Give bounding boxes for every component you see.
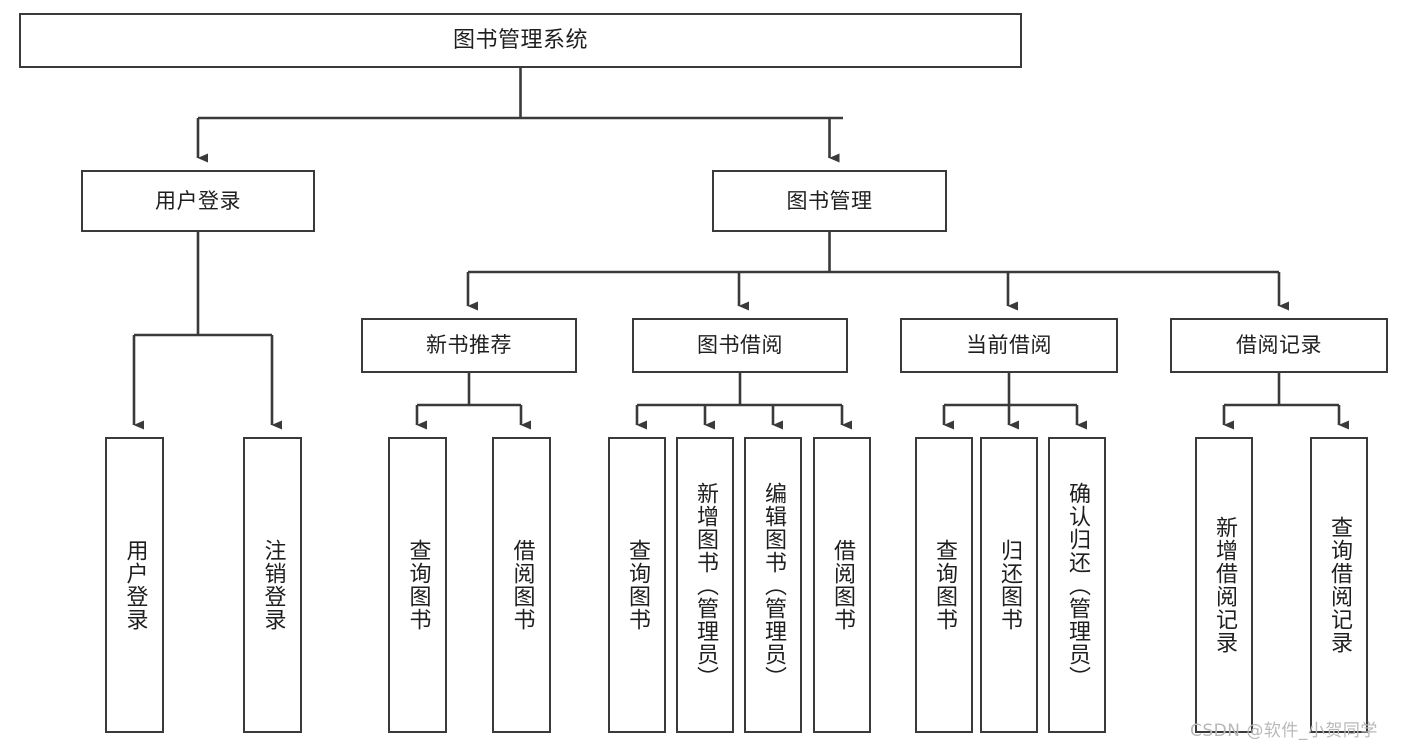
node-label: 当前借阅: [966, 333, 1052, 358]
leaf-return-book[interactable]: 归还图书: [980, 437, 1038, 733]
node-label: 借阅图书: [509, 539, 535, 631]
node-label: 用户登录: [155, 188, 241, 213]
node-label: 图书借阅: [697, 333, 783, 358]
node-label: 注销登录: [260, 539, 286, 631]
leaf-add-borrow-record[interactable]: 新增借阅记录: [1195, 437, 1253, 733]
leaf-user-login[interactable]: 用户登录: [105, 437, 164, 733]
node-label: 借阅记录: [1236, 333, 1322, 358]
node-label: 图书管理系统: [452, 27, 588, 53]
leaf-query-book-recommend[interactable]: 查询图书: [388, 437, 447, 733]
node-label: 编辑图书（管理员）: [760, 481, 786, 689]
node-current-borrow[interactable]: 当前借阅: [900, 318, 1118, 373]
node-book-borrow[interactable]: 图书借阅: [632, 318, 848, 373]
node-label: 用户登录: [122, 539, 148, 631]
node-label: 查询图书: [624, 539, 650, 631]
node-borrow-record[interactable]: 借阅记录: [1170, 318, 1388, 373]
csdn-watermark: CSDN @软件_小贺同学: [1190, 721, 1378, 741]
node-label: 归还图书: [996, 539, 1022, 631]
node-label: 查询借阅记录: [1326, 516, 1352, 654]
node-label: 图书管理: [786, 188, 873, 213]
node-book-management[interactable]: 图书管理: [712, 170, 947, 232]
node-label: 新增图书（管理员）: [692, 481, 718, 689]
leaf-edit-book-admin[interactable]: 编辑图书（管理员）: [744, 437, 802, 733]
node-label: 查询图书: [931, 539, 957, 631]
node-label: 新增借阅记录: [1211, 516, 1237, 654]
node-label: 借阅图书: [829, 539, 855, 631]
node-label: 新书推荐: [426, 333, 512, 358]
leaf-query-book-borrow[interactable]: 查询图书: [608, 437, 666, 733]
node-label: 确认归还（管理员）: [1064, 481, 1090, 689]
leaf-query-book-current[interactable]: 查询图书: [915, 437, 973, 733]
node-root-book-management-system[interactable]: 图书管理系统: [19, 13, 1022, 68]
leaf-borrow-book[interactable]: 借阅图书: [813, 437, 871, 733]
node-new-book-recommend[interactable]: 新书推荐: [361, 318, 577, 373]
leaf-logout-login[interactable]: 注销登录: [243, 437, 302, 733]
leaf-query-borrow-record[interactable]: 查询借阅记录: [1310, 437, 1368, 733]
node-label: 查询图书: [405, 539, 431, 631]
leaf-add-book-admin[interactable]: 新增图书（管理员）: [676, 437, 734, 733]
node-user-login[interactable]: 用户登录: [81, 170, 315, 232]
leaf-borrow-book-recommend[interactable]: 借阅图书: [492, 437, 551, 733]
leaf-confirm-return-admin[interactable]: 确认归还（管理员）: [1048, 437, 1106, 733]
